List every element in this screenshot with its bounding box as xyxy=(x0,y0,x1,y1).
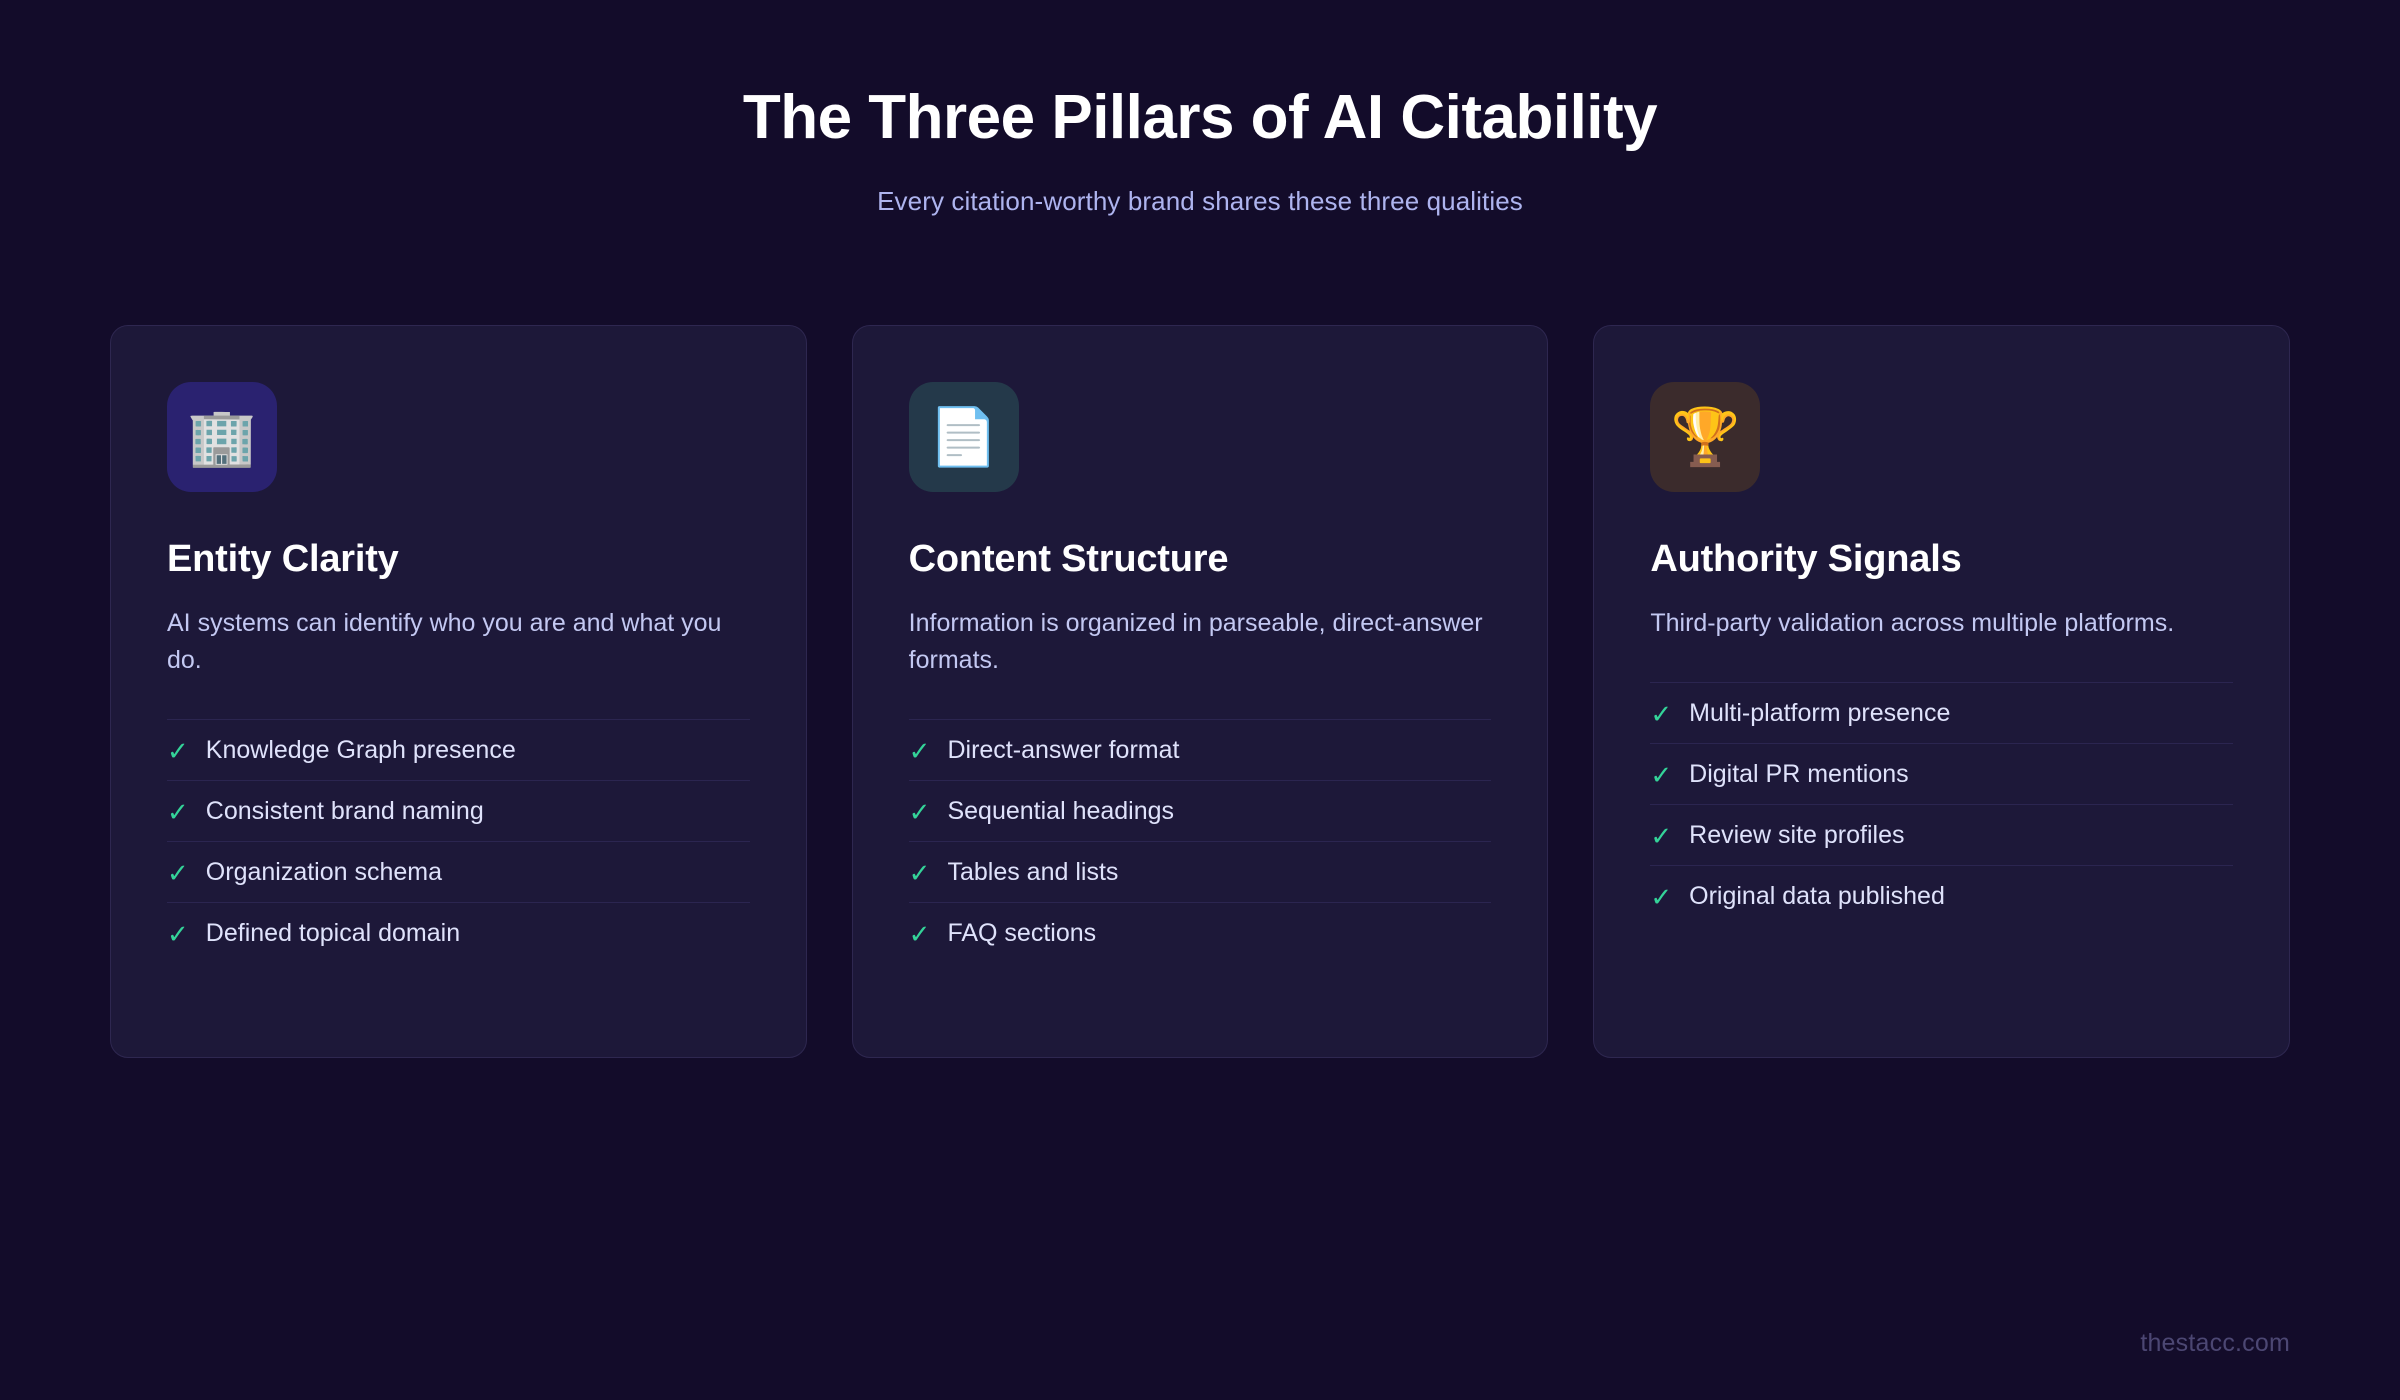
page-subtitle: Every citation-worthy brand shares these… xyxy=(877,186,1523,217)
check-icon: ✓ xyxy=(1650,820,1673,851)
list-item-label: Tables and lists xyxy=(947,858,1119,886)
list-item-label: FAQ sections xyxy=(947,919,1097,947)
list-item: ✓ Sequential headings xyxy=(908,780,1492,841)
list-item: ✓ Review site profiles xyxy=(1650,804,2234,865)
list-item: ✓ Knowledge Graph presence xyxy=(167,719,750,780)
check-icon: ✓ xyxy=(1650,881,1673,912)
check-icon: ✓ xyxy=(908,796,931,827)
list-item-label: Multi-platform presence xyxy=(1689,699,1951,727)
pillar-card-entity-clarity: 🏢 Entity Clarity AI systems can identify… xyxy=(110,325,807,1058)
list-item: ✓ Direct-answer format xyxy=(908,719,1492,780)
list-item: ✓ Digital PR mentions xyxy=(1650,743,2234,804)
list-item: ✓ Tables and lists xyxy=(908,841,1492,902)
card-title: Authority Signals xyxy=(1650,538,1962,580)
check-icon: ✓ xyxy=(908,735,931,766)
list-item-label: Direct-answer format xyxy=(947,736,1180,764)
check-icon: ✓ xyxy=(167,735,189,766)
page-document-icon: 📄 xyxy=(908,382,1019,492)
list-item-label: Consistent brand naming xyxy=(205,797,484,825)
pillar-card-authority-signals: 🏆 Authority Signals Third-party validati… xyxy=(1593,325,2291,1058)
trophy-icon: 🏆 xyxy=(1650,382,1761,492)
card-description: Third-party validation across multiple p… xyxy=(1650,609,2175,637)
card-description: Information is organized in parseable, d… xyxy=(908,609,1483,674)
card-title: Content Structure xyxy=(908,538,1229,580)
check-icon: ✓ xyxy=(1650,759,1673,790)
list-item: ✓ Organization schema xyxy=(167,841,750,902)
check-icon: ✓ xyxy=(1650,698,1673,729)
slide-header: The Three Pillars of AI Citability Every… xyxy=(0,83,2400,217)
list-item-label: Review site profiles xyxy=(1689,821,1905,849)
list-item: ✓ Consistent brand naming xyxy=(167,780,750,841)
list-item: ✓ Defined topical domain xyxy=(167,902,750,963)
office-building-icon: 🏢 xyxy=(167,382,277,492)
check-icon: ✓ xyxy=(167,857,189,888)
list-item-label: Organization schema xyxy=(205,858,443,886)
list-item-label: Knowledge Graph presence xyxy=(205,736,516,764)
pillar-card-content-structure: 📄 Content Structure Information is organ… xyxy=(851,325,1549,1058)
pillar-cards-row: 🏢 Entity Clarity AI systems can identify… xyxy=(110,325,2291,1058)
list-item: ✓ Multi-platform presence xyxy=(1650,682,2234,743)
check-icon: ✓ xyxy=(908,918,931,949)
list-item-label: Sequential headings xyxy=(947,797,1175,825)
feature-list: ✓ Direct-answer format ✓ Sequential head… xyxy=(908,719,1492,963)
site-watermark: thestacc.com xyxy=(2140,1329,2290,1357)
list-item: ✓ Original data published xyxy=(1650,865,2234,926)
list-item-label: Original data published xyxy=(1689,882,1945,910)
feature-list: ✓ Knowledge Graph presence ✓ Consistent … xyxy=(167,719,750,963)
check-icon: ✓ xyxy=(908,857,931,888)
check-icon: ✓ xyxy=(167,918,189,949)
list-item: ✓ FAQ sections xyxy=(908,902,1492,963)
card-title: Entity Clarity xyxy=(167,538,399,580)
list-item-label: Defined topical domain xyxy=(205,919,461,947)
card-description: AI systems can identify who you are and … xyxy=(167,609,722,674)
feature-list: ✓ Multi-platform presence ✓ Digital PR m… xyxy=(1650,682,2234,926)
check-icon: ✓ xyxy=(167,796,189,827)
page-title: The Three Pillars of AI Citability xyxy=(742,83,1658,152)
list-item-label: Digital PR mentions xyxy=(1689,760,1909,788)
